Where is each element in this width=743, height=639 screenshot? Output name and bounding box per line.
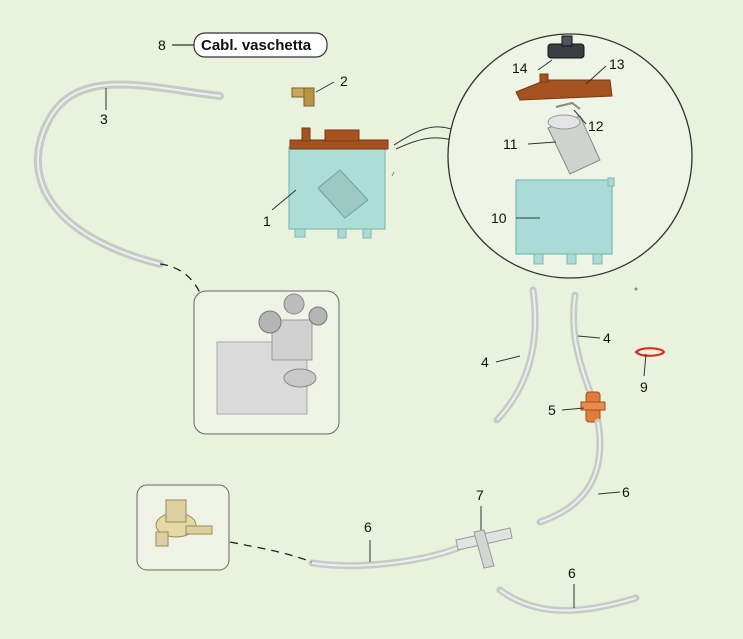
wiring-label-text: Cabl. vaschetta	[201, 37, 312, 54]
callout-3: 3	[100, 111, 108, 127]
pump-detail-inset	[193, 290, 340, 435]
flowmeter-detail-inset	[136, 484, 230, 571]
part-4-tube-right-highlight	[572, 294, 591, 393]
callout-6-lower: 6	[568, 565, 576, 581]
callout-13: 13	[609, 56, 625, 72]
callout-4-left: 4	[481, 354, 489, 370]
callout-2: 2	[340, 73, 348, 89]
callout-7: 7	[476, 487, 484, 503]
callout-5: 5	[548, 402, 556, 418]
callout-14: 14	[512, 60, 528, 76]
part-4-tube-left	[493, 286, 539, 424]
part-1-water-tank	[288, 127, 389, 239]
callout-12: 12	[588, 118, 604, 134]
callout-9: 9	[640, 379, 648, 395]
callout-4-right: 4	[603, 330, 611, 346]
callout-leaders	[105, 59, 647, 608]
part-7-t-fitting	[455, 527, 513, 569]
part-9-oring	[634, 347, 666, 357]
part-3-tube	[33, 80, 224, 268]
part-10-water-tank	[515, 177, 615, 265]
part-6-tube-middle-highlight	[311, 547, 459, 567]
callout-10: 10	[491, 210, 507, 226]
part-5-connector	[580, 391, 606, 423]
callout-6-middle: 6	[364, 519, 372, 535]
part-11-float	[547, 114, 601, 175]
part-8-wiring-label: 8 Cabl. vaschetta	[158, 32, 328, 58]
stray-mark	[634, 287, 638, 291]
part-6-tube-lower-highlight	[499, 589, 637, 612]
tube-6-dashed-route	[229, 541, 313, 563]
part-6-tube-lower	[496, 586, 640, 614]
part-2-elbow-fitting	[291, 87, 315, 107]
part-12-clip	[555, 101, 581, 110]
callout-6-right: 6	[622, 484, 630, 500]
part-6-tube-upper-highlight	[539, 421, 601, 523]
callout-11: 11	[503, 136, 518, 152]
stray-mark-2	[391, 171, 395, 177]
callout-number-8: 8	[158, 37, 166, 53]
part-3-tube-highlight	[36, 83, 221, 265]
part-14-valve	[547, 35, 585, 59]
callout-1: 1	[263, 213, 271, 229]
callout-numbers: 3 2 1 14 13 12 11 10 4 4 5 9 6 7 6 6	[100, 56, 648, 581]
part-4-tube-left-highlight	[496, 289, 537, 421]
part-13-lid-peg	[539, 73, 549, 83]
